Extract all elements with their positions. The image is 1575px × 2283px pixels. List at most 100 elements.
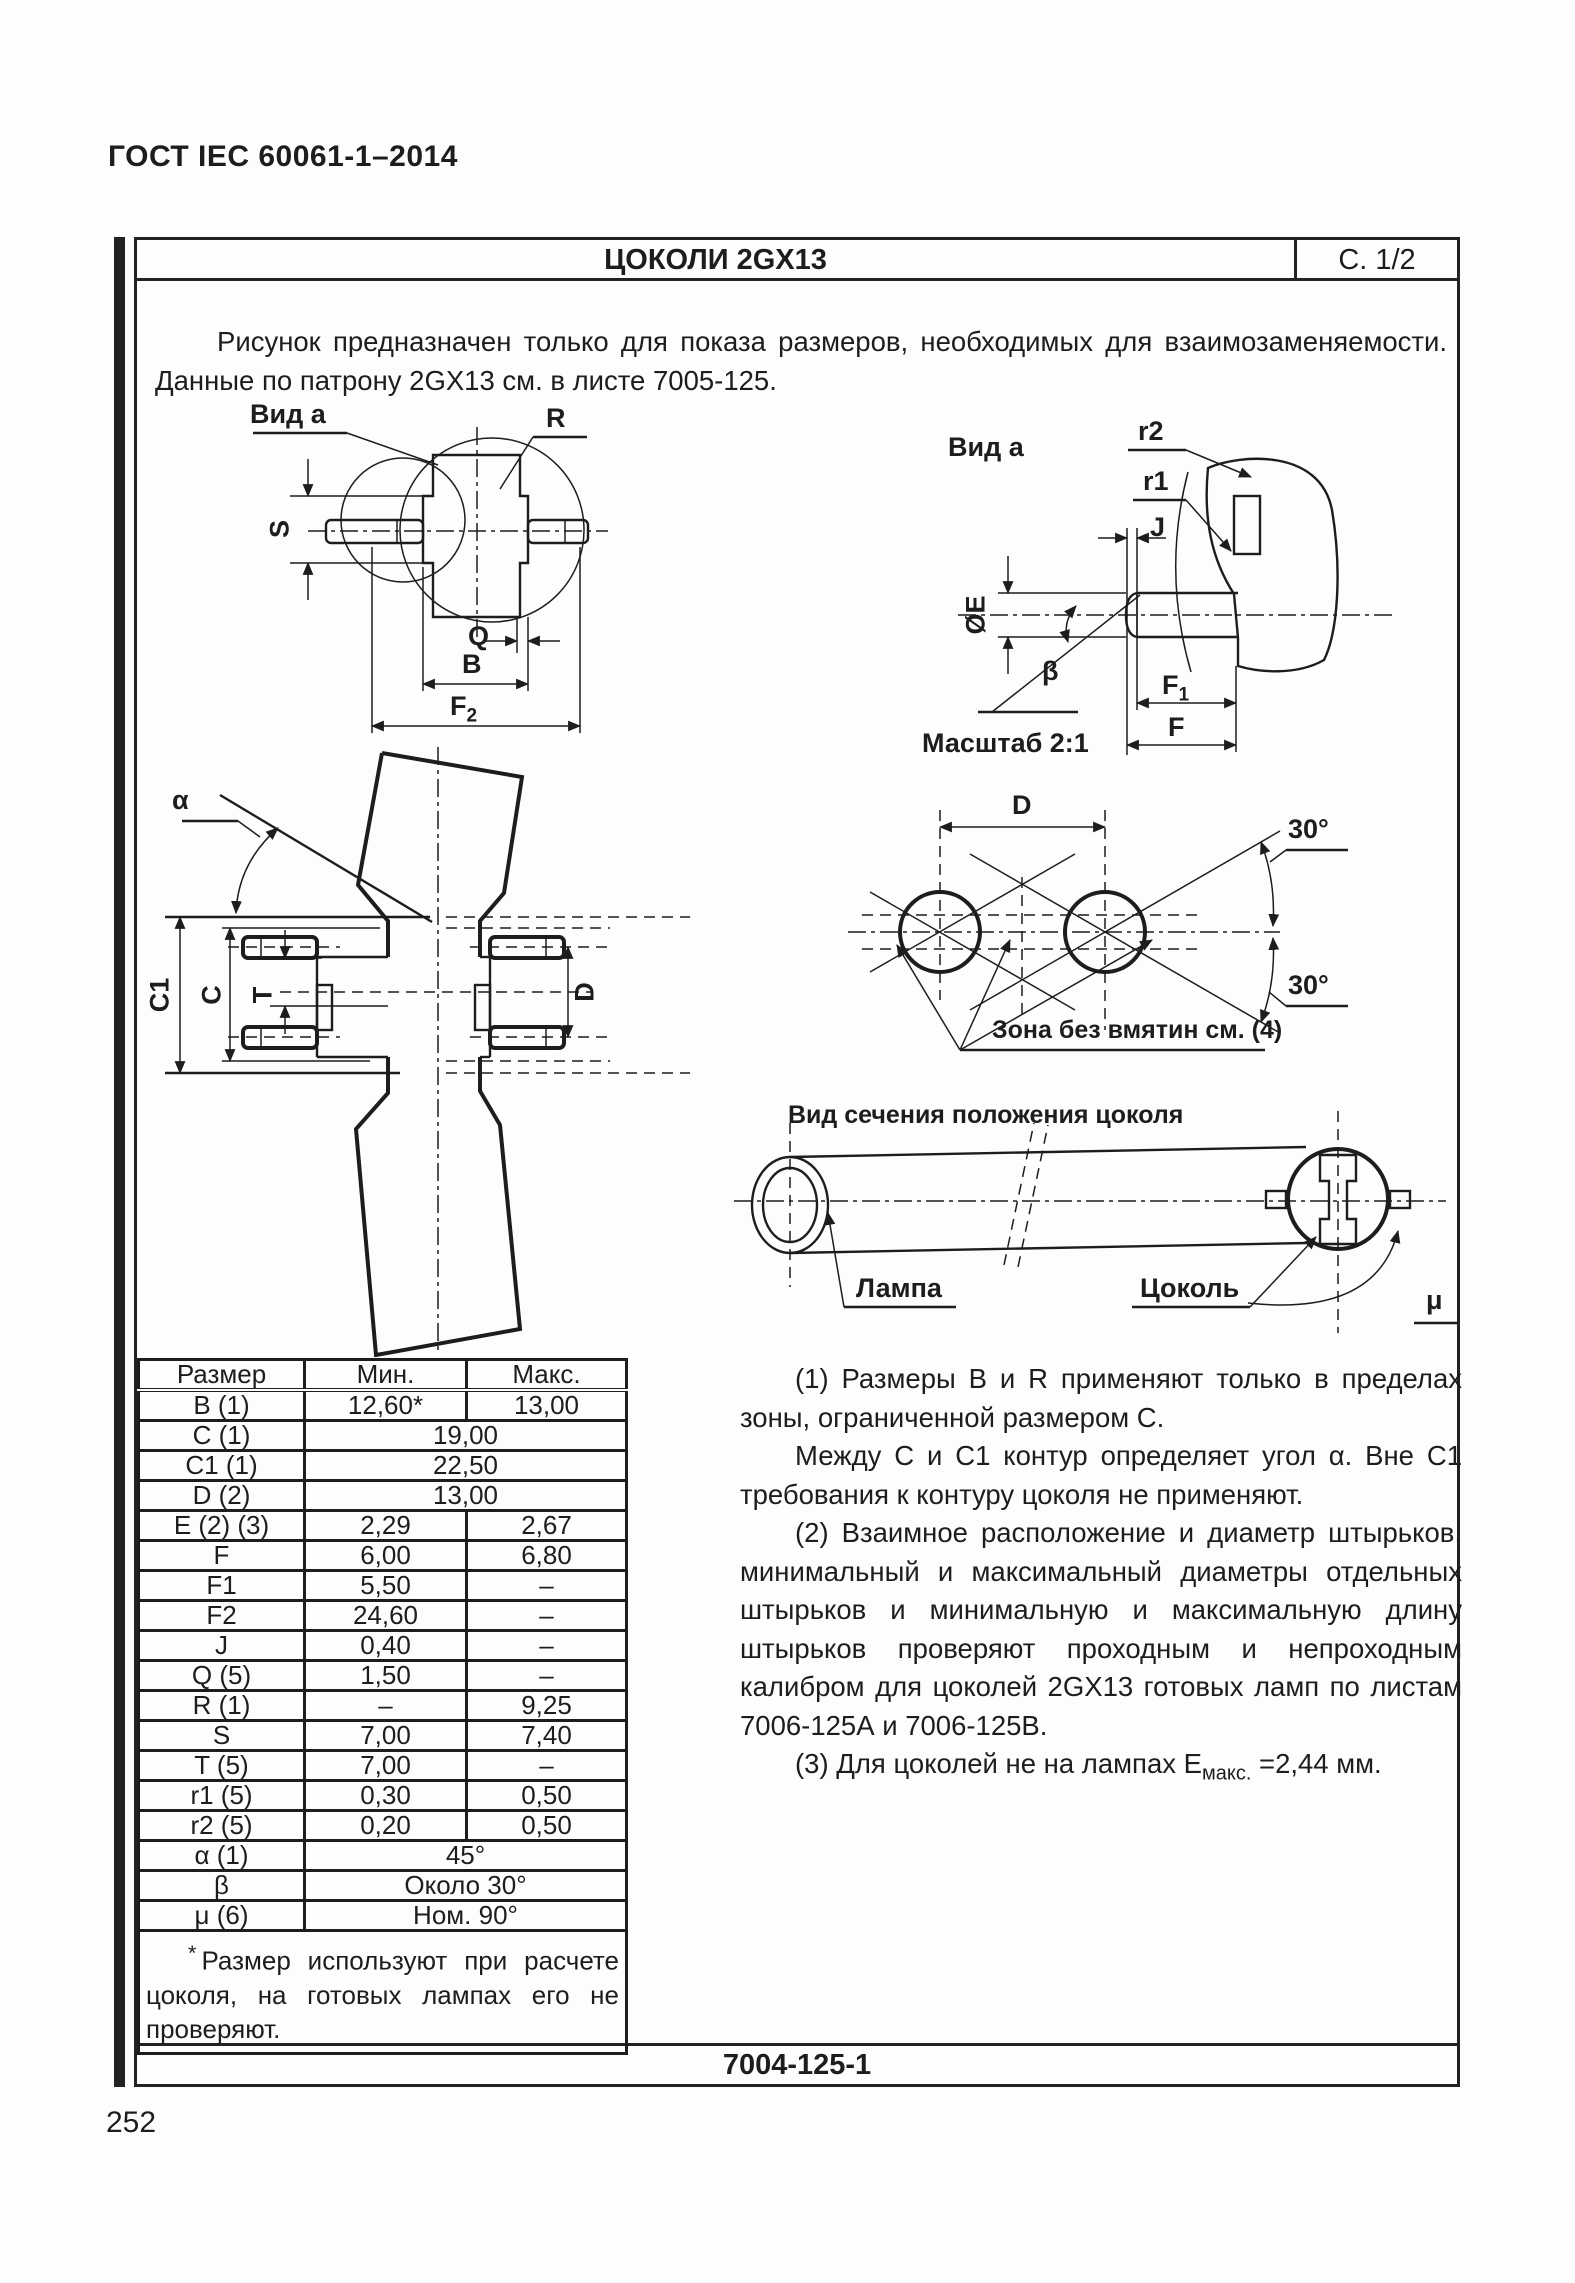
dim-size-cell: C (1)	[137, 1419, 306, 1452]
note-1b: Между C и C1 контур определяет угол α. В…	[740, 1440, 1462, 1510]
binding-margin-bar	[114, 237, 125, 2087]
d-dim-label: D	[1012, 790, 1032, 820]
r-dim-label: R	[546, 403, 566, 433]
dim-max-cell: –	[465, 1659, 628, 1692]
right-pin-circle	[1063, 890, 1147, 974]
table-footnote-row: *Размер используют при расчете цоколя, н…	[137, 1929, 628, 2055]
dim-size-cell: r1 (5)	[137, 1779, 306, 1812]
profile-view-drawing: α C1 C T D	[130, 745, 720, 1358]
dim-min-cell: 0,20	[303, 1809, 468, 1842]
sheet-frame: ЦОКОЛИ 2GX13 С. 1/2 Рисунок предназначен…	[134, 237, 1460, 2087]
section-view-title: Вид сечения положения цоколя	[788, 1101, 1184, 1129]
upper-bulb-right-edge	[381, 751, 525, 957]
sheet-page-ref: С. 1/2	[1294, 240, 1457, 278]
table-row: C (1)19,00	[137, 1419, 628, 1452]
lower-bulb-outline	[353, 1057, 523, 1358]
profile-view-svg	[165, 747, 690, 1358]
dim-size-cell: R (1)	[137, 1689, 306, 1722]
f2-dim-label: F2	[450, 691, 478, 727]
c1-dim-label: C1	[144, 977, 175, 1013]
dim-size-cell: F2	[137, 1599, 306, 1632]
dim-size-cell: β	[137, 1869, 306, 1902]
dim-min-cell: 7,00	[303, 1749, 468, 1782]
t-dim-label: T	[247, 986, 278, 1004]
note-1: (1) Размеры B и R применяют только в пре…	[740, 1363, 1462, 1433]
dim-min-cell: 0,30	[303, 1779, 468, 1812]
dim-max-cell: –	[465, 1599, 628, 1632]
dim-min-cell: –	[303, 1689, 468, 1722]
dim-value-cell: Около 30°	[303, 1869, 628, 1902]
dim-size-cell: F1	[137, 1569, 306, 1602]
cap-section-profile	[1318, 1153, 1358, 1246]
front-view-drawing: Вид а R S Q B F2	[150, 395, 690, 780]
cap-outline	[1286, 1147, 1390, 1251]
dim-min-cell: 6,00	[303, 1539, 468, 1572]
dim-min-cell: 0,40	[303, 1629, 468, 1662]
table-row: Q (5)1,50–	[137, 1659, 628, 1692]
footnote-marker: *	[188, 1940, 197, 1965]
b-dim-label: B	[462, 649, 482, 679]
col-header-max: Макс.	[465, 1358, 628, 1392]
note-2: (2) Взаимное расположение и диаметр штыр…	[740, 1517, 1462, 1741]
pin-zone-drawing: D 30° 30° Зона без вмятин см. (4)	[840, 782, 1440, 1114]
dim-max-cell: –	[465, 1629, 628, 1662]
dim-min-cell: 7,00	[303, 1719, 468, 1752]
diameter-e-dim-label: ØE	[960, 595, 991, 635]
dim-max-cell: 0,50	[465, 1779, 628, 1812]
tube-top-edge	[789, 1145, 1307, 1159]
detail-view-svg	[958, 448, 1392, 755]
table-row: D (2)13,00	[137, 1479, 628, 1512]
sheet-number: 7004-125-1	[722, 2049, 872, 2081]
table-header-row: Размер Мин. Макс.	[137, 1358, 628, 1392]
table-row: B (1)12,60*13,00	[137, 1388, 628, 1422]
dim-max-cell: –	[465, 1749, 628, 1782]
d-dim-label: D	[569, 982, 600, 1002]
table-row: T (5)7,00–	[137, 1749, 628, 1782]
standard-reference: ГОСТ IEC 60061-1–2014	[108, 140, 458, 173]
notes-column: (1) Размеры B и R применяют только в пре…	[740, 1360, 1462, 1793]
dim-max-cell: 0,50	[465, 1809, 628, 1842]
sheet-title: ЦОКОЛИ 2GX13	[604, 244, 827, 276]
dim-size-cell: J	[137, 1629, 306, 1662]
dim-size-cell: S	[137, 1719, 306, 1752]
q-dim-label: Q	[468, 621, 490, 651]
angle-30-top-label: 30°	[1288, 814, 1329, 844]
note-3: (3) Для цоколей не на лампах Емакс. =2,4…	[795, 1748, 1382, 1785]
page-number: 252	[106, 2106, 157, 2139]
cap-notch	[1232, 494, 1262, 556]
mu-angle-label: μ	[1426, 1285, 1443, 1315]
dim-min-cell: 1,50	[303, 1659, 468, 1692]
sheet-footer-row: 7004-125-1	[137, 2043, 1457, 2084]
table-row: α (1)45°	[137, 1839, 628, 1872]
tube-bottom-edge	[789, 1241, 1307, 1255]
dim-value-cell: 19,00	[303, 1419, 628, 1452]
dim-min-cell: 24,60	[303, 1599, 468, 1632]
table-row: μ (6)Ном. 90°	[137, 1899, 628, 1932]
front-view-svg	[253, 427, 608, 733]
dim-max-cell: 13,00	[465, 1388, 628, 1422]
dim-min-cell: 2,29	[303, 1509, 468, 1542]
view-a-label: Вид а	[948, 432, 1024, 462]
section-view-svg	[734, 1111, 1458, 1333]
f1-dim-label: F1	[1162, 670, 1190, 706]
s-dim-label: S	[264, 519, 295, 539]
dim-max-cell: 2,67	[465, 1509, 628, 1542]
dim-size-cell: Q (5)	[137, 1659, 306, 1692]
alpha-angle-label: α	[172, 785, 189, 815]
dim-max-cell: 6,80	[465, 1539, 628, 1572]
upper-bulb-left-edge	[355, 752, 390, 957]
table-row: R (1)–9,25	[137, 1689, 628, 1722]
col-header-size: Размер	[137, 1358, 306, 1392]
angle-30-bottom-label: 30°	[1288, 970, 1329, 1000]
dim-value-cell: Ном. 90°	[303, 1899, 628, 1932]
detail-view-drawing: Вид а r2 r1 J ØE β F1 F Масштаб 2:1	[900, 410, 1420, 775]
dim-value-cell: 13,00	[303, 1479, 628, 1512]
cap-hatched-body	[421, 453, 530, 619]
